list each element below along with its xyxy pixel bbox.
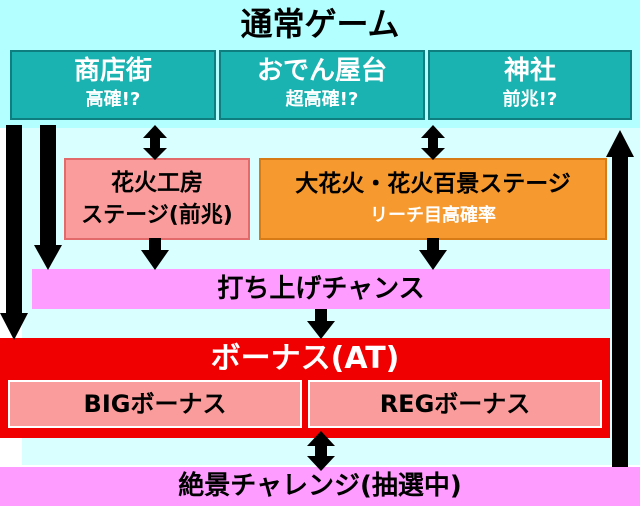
- double-arrow-icon: [143, 125, 167, 160]
- stage-name: 花火工房: [111, 170, 203, 196]
- double-arrow-icon: [307, 431, 335, 471]
- arrow-up-icon: [606, 130, 634, 467]
- zone-shrine: 神社 前兆!?: [428, 50, 632, 120]
- zone-odds: 前兆!?: [502, 89, 558, 110]
- zone-odds: 高確!?: [85, 89, 141, 110]
- normal-game-title: 通常ゲーム: [240, 5, 400, 43]
- bonus-title: ボーナス(AT): [210, 341, 400, 376]
- reg-bonus-box: REGボーナス: [308, 380, 602, 428]
- stage-note: ステージ(前兆): [81, 203, 233, 228]
- zone-oden-stall: おでん屋台 超高確!?: [219, 50, 425, 120]
- zone-shopping-street: 商店街 高確!?: [10, 50, 216, 120]
- arrow-down-icon: [34, 125, 62, 270]
- scenic-challenge-bar: 絶景チャレンジ(抽選中): [0, 467, 640, 506]
- arrow-down-icon: [141, 238, 169, 270]
- arrow-down-icon: [0, 125, 28, 340]
- arrow-down-icon: [307, 309, 335, 339]
- stage-note: リーチ目高確率: [370, 205, 496, 226]
- double-arrow-icon: [421, 125, 445, 160]
- zone-odds: 超高確!?: [285, 89, 359, 110]
- launch-chance-bar: 打ち上げチャンス: [32, 269, 610, 309]
- big-bonus-box: BIGボーナス: [8, 380, 302, 428]
- zone-name: おでん屋台: [256, 56, 387, 86]
- zone-name: 商店街: [73, 56, 152, 86]
- zone-name: 神社: [503, 56, 556, 86]
- arrow-down-icon: [419, 238, 447, 270]
- stage-name: 大花火・花火百景ステージ: [295, 171, 571, 197]
- fireworks-workshop-stage: 花火工房 ステージ(前兆): [64, 158, 250, 240]
